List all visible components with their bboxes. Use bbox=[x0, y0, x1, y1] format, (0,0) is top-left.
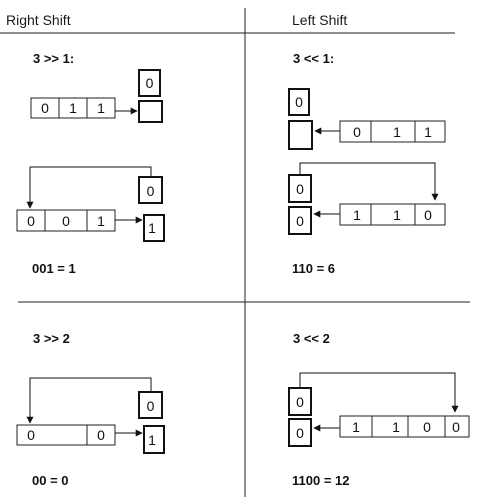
bit-cell bbox=[371, 415, 409, 438]
bit-value: 0 bbox=[423, 419, 431, 435]
output-bit-box-empty bbox=[138, 100, 163, 123]
bit-value: 1 bbox=[393, 207, 401, 223]
incoming-bit-box bbox=[138, 176, 163, 204]
incoming-bit: 0 bbox=[296, 181, 304, 197]
bit-value: 0 bbox=[97, 427, 105, 443]
incoming-bit: 0 bbox=[147, 183, 155, 199]
bit-value: 1 bbox=[393, 124, 401, 140]
output-bit-box-empty bbox=[288, 120, 313, 150]
incoming-bit-box bbox=[138, 391, 163, 419]
incoming-bit: 0 bbox=[147, 398, 155, 414]
shift-in-arrow bbox=[26, 377, 152, 424]
output-bit-box bbox=[288, 418, 312, 447]
output-bit: 0 bbox=[296, 425, 304, 441]
bit-register-result: 0 0 bbox=[16, 424, 116, 446]
bit-value: 1 bbox=[97, 213, 105, 229]
dropped-bit-box bbox=[138, 69, 161, 97]
result-label: 110 = 6 bbox=[292, 261, 335, 276]
dropped-bit: 0 bbox=[146, 75, 154, 91]
bit-register-initial: 0 1 1 bbox=[30, 97, 116, 119]
output-bit-box bbox=[288, 206, 312, 235]
bit-value: 1 bbox=[392, 419, 400, 435]
dropped-bit: 0 bbox=[295, 94, 303, 110]
bit-value: 0 bbox=[424, 207, 432, 223]
left-shift-header: Left Shift bbox=[292, 12, 347, 28]
output-bit: 1 bbox=[148, 220, 156, 236]
incoming-bit: 0 bbox=[296, 394, 304, 410]
output-bit: 1 bbox=[148, 432, 156, 448]
bit-cell bbox=[444, 415, 470, 438]
dropped-bit-box bbox=[288, 88, 310, 116]
bit-value: 1 bbox=[352, 419, 360, 435]
shift-in-arrow bbox=[26, 166, 152, 209]
expression-label: 3 << 2 bbox=[293, 331, 330, 346]
right-shift-by-1: 3 >> 1: 0 0 1 1 0 0 0 1 1 001 = 1 bbox=[16, 51, 165, 276]
shift-in-arrow bbox=[299, 162, 439, 201]
output-bit: 0 bbox=[296, 213, 304, 229]
bit-value: 0 bbox=[41, 100, 49, 116]
bit-register-result: 1 1 0 0 bbox=[339, 415, 470, 438]
bit-register-result: 1 1 0 bbox=[339, 203, 446, 226]
result-label: 1100 = 12 bbox=[292, 473, 349, 488]
left-shift-by-1: 3 << 1: 0 0 1 1 0 0 1 1 0 110 = 6 bbox=[288, 51, 446, 276]
expression-label: 3 >> 1: bbox=[33, 51, 74, 66]
bit-value: 1 bbox=[97, 100, 105, 116]
bit-value: 0 bbox=[27, 213, 35, 229]
bit-cell bbox=[86, 424, 116, 446]
bit-value: 0 bbox=[62, 213, 70, 229]
expression-label: 3 >> 2 bbox=[33, 331, 70, 346]
bit-cell bbox=[414, 203, 446, 226]
right-shift-header: Right Shift bbox=[6, 12, 71, 28]
result-label: 001 = 1 bbox=[32, 261, 76, 276]
result-label: 00 = 0 bbox=[32, 473, 69, 488]
bit-value: 1 bbox=[424, 124, 432, 140]
bit-register-result: 0 0 1 bbox=[16, 209, 116, 232]
bit-value: 1 bbox=[69, 100, 77, 116]
bit-value: 0 bbox=[353, 124, 361, 140]
bit-value: 1 bbox=[353, 207, 361, 223]
bit-register-initial: 0 1 1 bbox=[339, 120, 446, 143]
shift-in-arrow bbox=[299, 372, 459, 413]
bit-cell bbox=[86, 97, 116, 119]
output-bit-box bbox=[143, 425, 165, 454]
bit-value: 0 bbox=[27, 427, 35, 443]
left-shift-by-2: 3 << 2 0 0 1 1 0 0 1100 = 12 bbox=[288, 331, 470, 488]
expression-label: 3 << 1: bbox=[293, 51, 334, 66]
bit-cell bbox=[414, 120, 446, 143]
bit-value: 0 bbox=[452, 419, 460, 435]
right-shift-by-2: 3 >> 2 0 0 0 1 00 = 0 bbox=[16, 331, 165, 488]
output-bit-box bbox=[143, 214, 165, 242]
